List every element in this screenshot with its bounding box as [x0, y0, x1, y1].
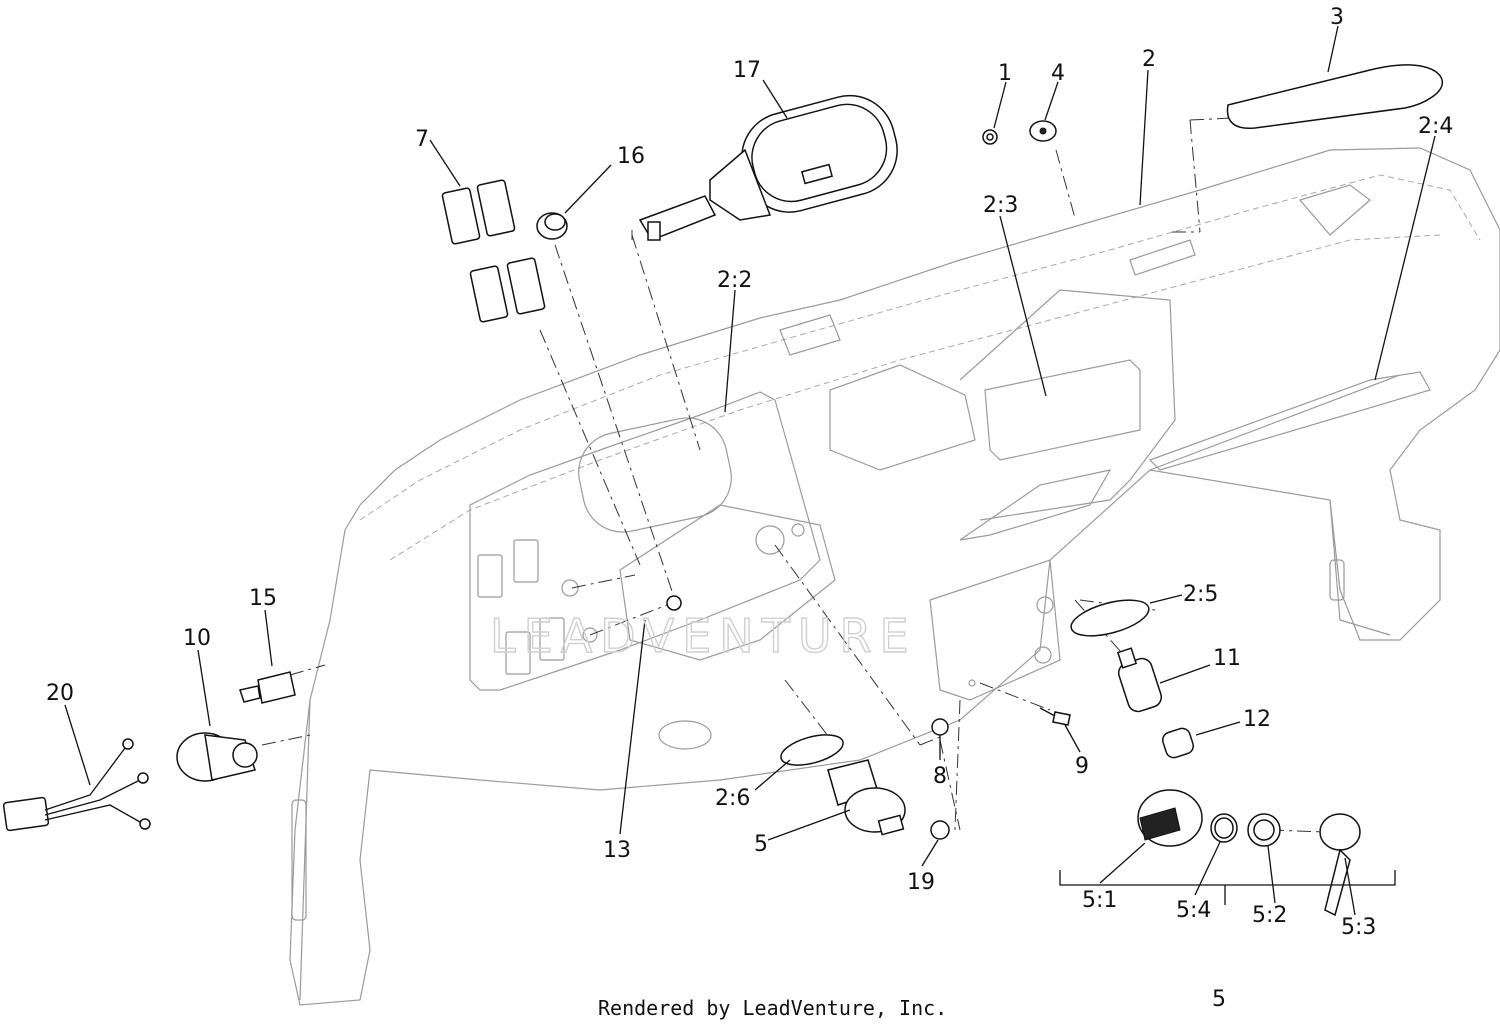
mounting-plate [929, 559, 1061, 701]
indicator-part [239, 671, 296, 704]
cap-part-12 [1161, 727, 1195, 759]
callout-17: 17 [733, 58, 761, 83]
callout-5-3: 5:3 [1341, 915, 1376, 940]
callout-2-5: 2:5 [1183, 582, 1218, 607]
plug-part [536, 212, 568, 240]
instrument-panel [469, 391, 821, 750]
callout-12: 12 [1243, 707, 1271, 732]
fastener-8 [931, 718, 949, 736]
callout-15: 15 [249, 586, 277, 611]
display-gauge-part [638, 94, 898, 241]
washer-part [1029, 120, 1057, 142]
callout-19: 19 [907, 870, 935, 895]
callout-8: 8 [933, 764, 947, 789]
power-outlet-part [176, 732, 258, 782]
callout-2-6: 2:6 [715, 786, 750, 811]
gasket-2-5 [1070, 599, 1150, 637]
kit-bracket [1059, 870, 1396, 905]
assembly-lines [261, 117, 1326, 833]
callout-10: 10 [183, 626, 211, 651]
callout-13: 13 [603, 838, 631, 863]
callout-9: 9 [1075, 754, 1089, 779]
fastener-9 [1039, 707, 1071, 726]
storage-tray [829, 289, 1176, 541]
callout-1: 1 [998, 61, 1012, 86]
grab-handle-part [1226, 64, 1443, 130]
gasket-2-6 [780, 734, 844, 766]
callout-4: 4 [1051, 61, 1065, 86]
callout-20: 20 [46, 681, 74, 706]
callout-5-2: 5:2 [1252, 903, 1287, 928]
callout-11: 11 [1213, 646, 1241, 671]
nut-5-2 [1247, 813, 1281, 847]
callout-leaders [64, 25, 1436, 916]
callout-2-3: 2:3 [983, 193, 1018, 218]
callout-5-4: 5:4 [1176, 898, 1211, 923]
footer-credit: Rendered by LeadVenture, Inc. [598, 996, 947, 1020]
screw-part [982, 129, 998, 145]
rocker-switches-part [441, 179, 546, 323]
fastener-19 [930, 820, 950, 840]
pin-part-13 [666, 595, 682, 611]
switch-part-11 [1116, 647, 1163, 713]
callout-3: 3 [1330, 5, 1344, 30]
dash-panel-body [289, 147, 1500, 1006]
callout-2-2: 2:2 [717, 268, 752, 293]
callout-2-4: 2:4 [1418, 114, 1453, 139]
callout-5: 5 [754, 832, 768, 857]
callout-16: 16 [617, 144, 645, 169]
key-switch-body-5-1 [1137, 789, 1203, 847]
key-switch-part [827, 759, 906, 836]
watermark-text: LEADVENTURE [490, 609, 917, 663]
ring-5-4 [1210, 813, 1238, 843]
wire-harness-part [2, 738, 151, 832]
callout-2: 2 [1142, 47, 1156, 72]
callout-5-kit: 5 [1212, 987, 1226, 1012]
callout-labels: 1 4 2 3 2:4 17 7 16 2:3 2:2 15 10 20 2:5… [46, 5, 1453, 1012]
callout-5-1: 5:1 [1082, 888, 1117, 913]
key-5-3 [1319, 813, 1361, 917]
callout-7: 7 [415, 127, 429, 152]
